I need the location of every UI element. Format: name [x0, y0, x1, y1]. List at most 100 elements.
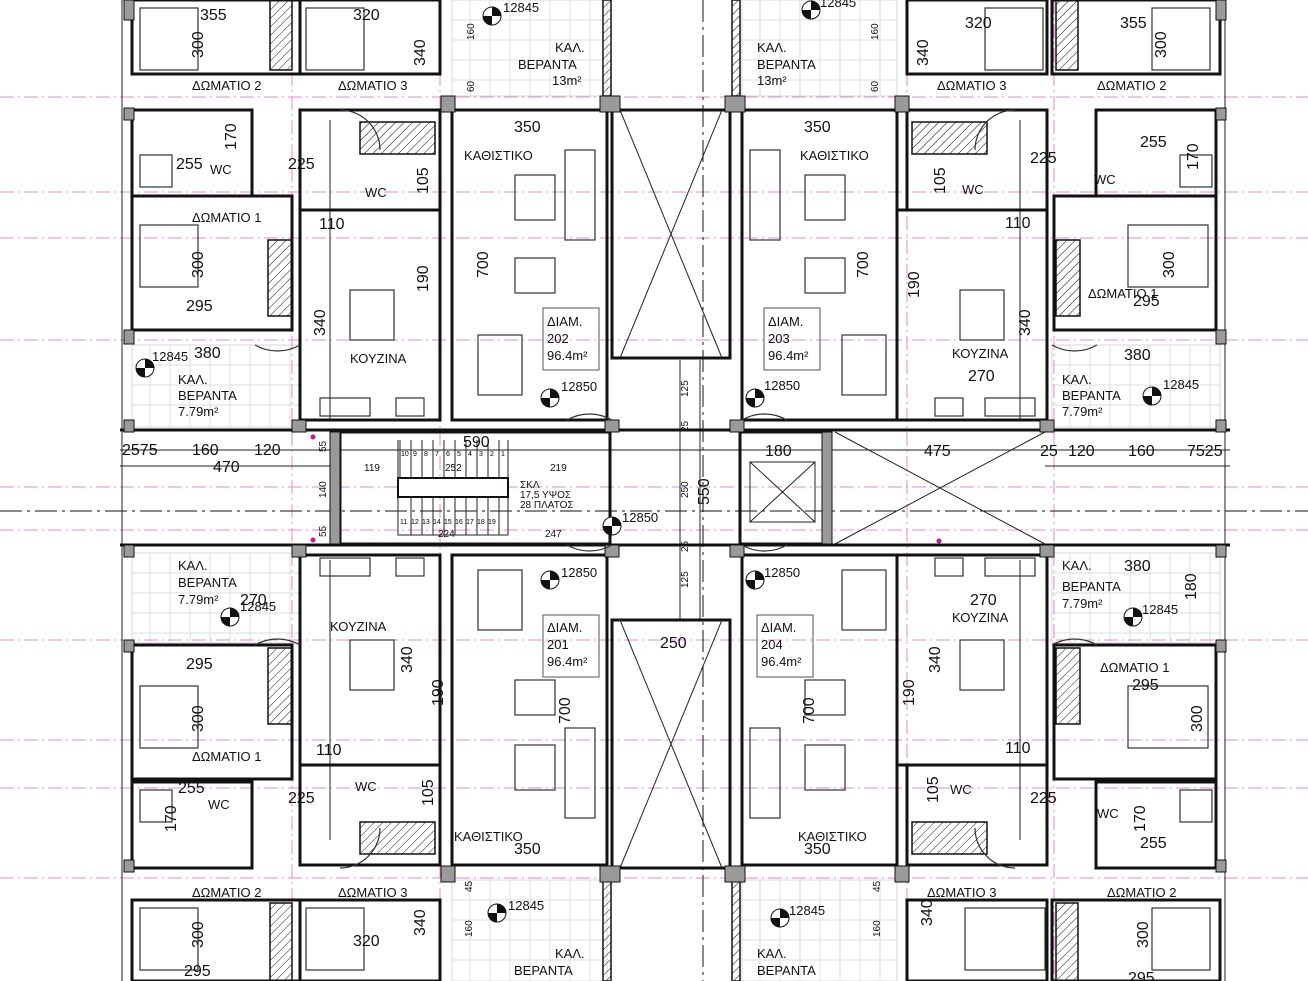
dimension-value: 255 [1140, 835, 1167, 852]
dimension-value: 170 [1132, 805, 1149, 832]
stair-step-number: 16 [455, 519, 463, 526]
dimension-value: 160 [192, 442, 219, 459]
dimension-value: 300 [190, 705, 207, 732]
dimension-value: 700 [855, 251, 872, 278]
room-label-living: ΚΑΘΙΣΤΙΚΟ [800, 148, 869, 163]
stair-step-number: 1 [501, 451, 505, 458]
dimension-value: 2575 [122, 442, 158, 459]
dimension-value: 105 [420, 779, 437, 806]
dimension-value: 160 [464, 920, 475, 937]
staircase [397, 440, 509, 536]
area-label: 7.79m² [1062, 596, 1103, 611]
dimension-value: 120 [254, 442, 281, 459]
dimension-value: 25 [1040, 443, 1058, 460]
stair-step-number: 10 [401, 451, 409, 458]
dimension-value: 300 [1135, 921, 1152, 948]
dimension-value: 270 [970, 592, 997, 609]
dimension-value: 380 [194, 345, 221, 362]
apartment-number: 202 [547, 331, 569, 346]
dimension-value: 340 [412, 909, 429, 936]
stair-label: ΣΚΛ [520, 480, 540, 491]
grid-dots [310, 434, 942, 544]
dimension-value: 255 [178, 780, 205, 797]
dimension-value: 125 [680, 380, 691, 397]
stair-step-number: 2 [490, 451, 494, 458]
dimension-value: 105 [925, 776, 942, 803]
room-label-bedroom3: ΔΩΜΑΤΙΟ 3 [338, 885, 407, 900]
room-label-veranda: ΒΕΡΑΝΤΑ [178, 575, 237, 590]
level-value: 12845 [1163, 377, 1199, 392]
dimension-value: 225 [1030, 150, 1057, 167]
room-label-living: ΚΑΘΙΣΤΙΚΟ [454, 829, 523, 844]
room-labels: ΔΩΜΑΤΙΟ 2 ΔΩΜΑΤΙΟ 3 ΔΩΜΑΤΙΟ 1 ΚΑΘΙΣΤΙΚΟ … [178, 40, 1176, 978]
dimension-value: 170 [223, 123, 240, 150]
dimension-value: 7525 [1187, 443, 1223, 460]
dimension-value: 160 [1128, 443, 1155, 460]
dimension-value: 470 [213, 459, 240, 476]
dimension-value: 380 [1124, 347, 1151, 364]
dimension-value: 295 [1128, 970, 1155, 981]
apartment-area: 96.4m² [547, 654, 588, 669]
stair-labels: ΣΚΛ 17,5 ΥΨΟΣ 28 ΠΛΑΤΟΣ 10 9 8 7 6 5 4 3… [400, 451, 574, 526]
dimension-value: 300 [1189, 705, 1206, 732]
dimension-value: 160 [466, 23, 477, 40]
veranda-tiles [131, 0, 1221, 981]
dimension-value: 700 [801, 697, 818, 724]
dimension-lines [120, 0, 1230, 981]
room-label-veranda: ΚΑΛ. [555, 40, 585, 55]
dimension-value: 550 [696, 478, 713, 505]
room-label-wc: WC [365, 185, 387, 200]
dimension-value: 340 [412, 39, 429, 66]
dimension-value: 225 [288, 156, 315, 173]
stair-step-number: 13 [422, 519, 430, 526]
level-markers [135, 0, 1162, 928]
apartment-boxes [542, 307, 821, 678]
level-marker [482, 6, 502, 26]
room-label-wc: WC [962, 182, 984, 197]
columns [123, 0, 1227, 883]
room-label-veranda: ΒΕΡΑΝΤΑ [757, 57, 816, 72]
room-label-veranda: ΚΑΛ. [178, 558, 208, 573]
dimension-value: 295 [186, 656, 213, 673]
room-label-bedroom2: ΔΩΜΑΤΙΟ 2 [192, 885, 261, 900]
dimension-value: 355 [1120, 15, 1147, 32]
room-label-bedroom2: ΔΩΜΑΤΙΟ 2 [1107, 885, 1176, 900]
dimension-value: 250 [660, 635, 687, 652]
room-label-bedroom2: ΔΩΜΑΤΙΟ 2 [192, 78, 261, 93]
dimension-value: 190 [906, 271, 923, 298]
level-value: 12850 [622, 510, 658, 525]
dimension-value: 270 [968, 368, 995, 385]
room-label-kitchen: ΚΟΥΖΙΝΑ [350, 351, 407, 366]
dimension-value: 295 [186, 298, 213, 315]
stair-step-number: 5 [457, 451, 461, 458]
room-label-wc: WC [210, 162, 232, 177]
dimension-value: 110 [1005, 740, 1031, 757]
furniture [139, 7, 1213, 971]
dimension-value: 170 [1185, 143, 1202, 170]
dimension-value: 340 [1017, 309, 1034, 336]
dimension-value: 225 [288, 790, 315, 807]
dimension-value: 219 [550, 463, 567, 474]
area-label: 7.79m² [178, 404, 219, 419]
dimension-value: 340 [919, 899, 936, 926]
dimension-value: 180 [1183, 573, 1200, 600]
dimension-value: 45 [872, 880, 883, 892]
level-marker [1142, 386, 1162, 406]
hatched-walls [267, 0, 1081, 981]
dimension-value: 60 [870, 80, 881, 92]
level-value: 12845 [152, 349, 188, 364]
apartment-name: ΔΙΑΜ. [761, 620, 796, 635]
dimension-value: 45 [464, 880, 475, 892]
room-label-wc: WC [950, 782, 972, 797]
dimension-value: 475 [924, 443, 951, 460]
room-label-veranda: ΚΑΛ. [1062, 558, 1092, 573]
dimension-value: 110 [316, 742, 342, 759]
apartment-number: 201 [547, 637, 569, 652]
apartment-number: 204 [761, 637, 783, 652]
level-marker [745, 570, 765, 590]
dimension-value: 700 [475, 251, 492, 278]
room-label-bedroom1: ΔΩΜΑΤΙΟ 1 [1088, 286, 1157, 301]
stair-step-number: 14 [433, 519, 441, 526]
dimension-value: 355 [200, 7, 227, 24]
stair-step-number: 6 [446, 451, 450, 458]
